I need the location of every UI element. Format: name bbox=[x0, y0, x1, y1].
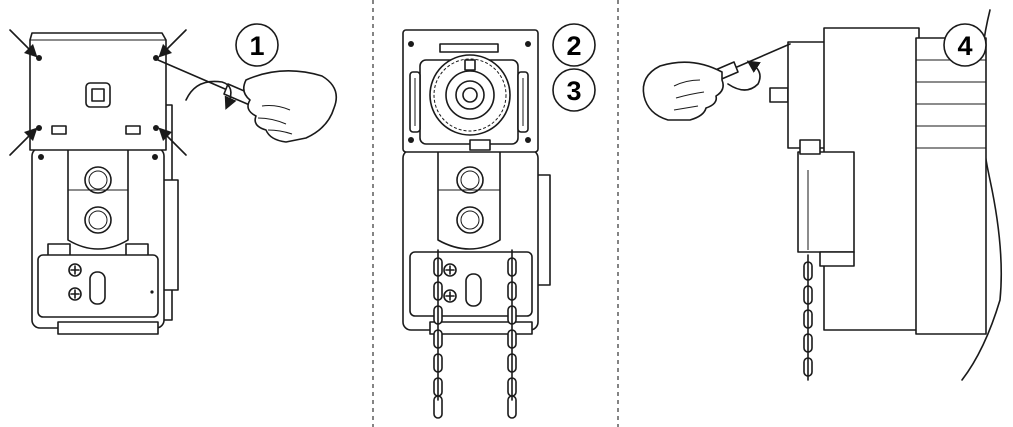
chain-icon bbox=[803, 254, 813, 381]
step-3-number: 3 bbox=[566, 76, 581, 106]
step-1-callout: 1 bbox=[235, 23, 279, 67]
step-2-callout: 2 bbox=[552, 23, 596, 67]
chain-icon bbox=[507, 249, 517, 419]
hand-icon bbox=[642, 61, 724, 121]
rotation-arrow-icon bbox=[727, 60, 761, 91]
motor-unit-front bbox=[29, 32, 179, 335]
step-4-number: 4 bbox=[957, 31, 972, 61]
panel-1: 1 bbox=[9, 23, 338, 335]
motor-unit-side bbox=[769, 27, 987, 335]
chain-icon bbox=[433, 249, 443, 419]
step-4-callout: 4 bbox=[943, 23, 987, 67]
screwdriver-icon bbox=[157, 59, 257, 107]
step-1-number: 1 bbox=[249, 31, 264, 61]
step-2-number: 2 bbox=[566, 31, 581, 61]
panel-2: 2 3 bbox=[402, 23, 596, 419]
hand-icon bbox=[242, 70, 338, 143]
corner-arrows bbox=[9, 29, 187, 156]
step-3-callout: 3 bbox=[552, 68, 596, 112]
panel-3: 4 bbox=[642, 9, 1003, 381]
rotation-arrow-icon bbox=[185, 80, 237, 110]
motor-unit-open bbox=[402, 29, 551, 335]
